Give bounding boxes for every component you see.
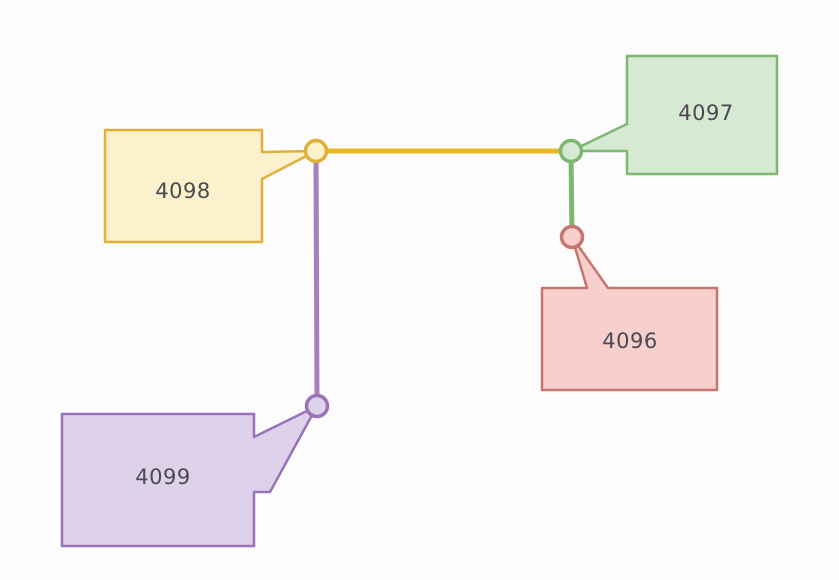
- callout-4098[interactable]: 4098: [103, 128, 318, 244]
- node-4099[interactable]: [304, 393, 330, 419]
- callout-4099-label: 4099: [135, 465, 190, 489]
- callout-4097-label: 4097: [678, 101, 733, 125]
- node-4097[interactable]: [558, 138, 584, 164]
- callout-4096-label: 4096: [602, 329, 657, 353]
- callout-4098-label: 4098: [155, 179, 210, 203]
- callout-4099[interactable]: 4099: [60, 404, 319, 548]
- callout-4096-shape[interactable]: [540, 235, 719, 392]
- edge-4097-4096[interactable]: [568, 150, 575, 238]
- callout-4097[interactable]: 4097: [569, 54, 779, 176]
- node-4096[interactable]: [559, 224, 585, 250]
- callout-4099-shape[interactable]: [60, 404, 319, 548]
- callout-4096[interactable]: 4096: [540, 235, 719, 392]
- callout-4097-shape[interactable]: [569, 54, 779, 176]
- node-4098[interactable]: [303, 138, 329, 164]
- callout-4098-shape[interactable]: [103, 128, 318, 244]
- edge-4098-4099[interactable]: [313, 150, 320, 407]
